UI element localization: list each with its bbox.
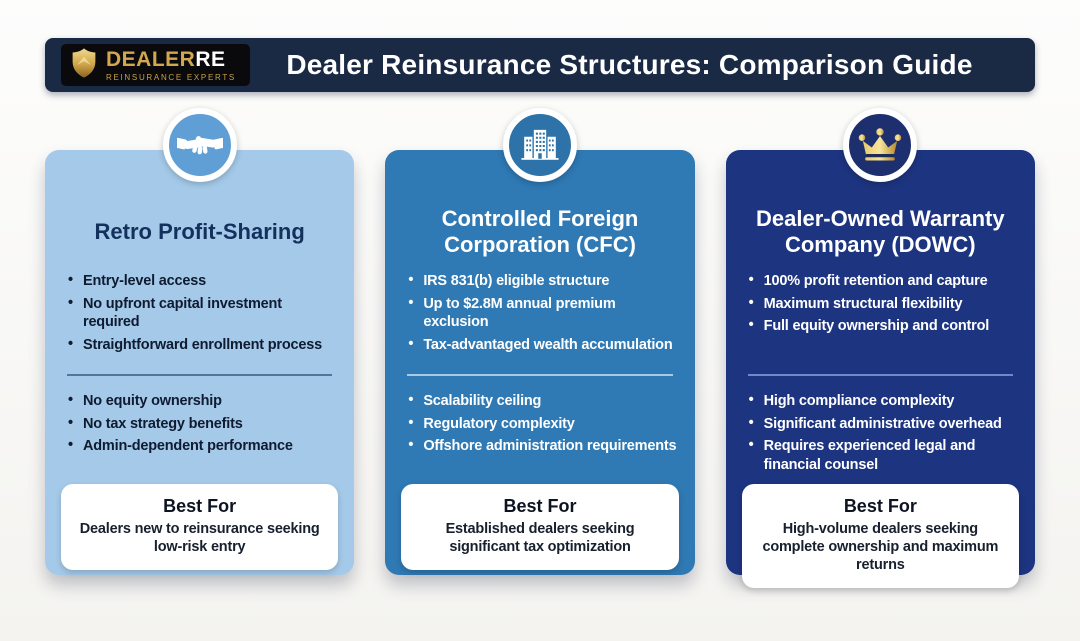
cons-list: High compliance complexity Significant a… xyxy=(742,391,1019,484)
comparison-cards: Retro Profit-Sharing Entry-level access … xyxy=(0,108,1080,589)
pros-item: Up to $2.8M annual premium exclusion xyxy=(407,294,678,332)
divider xyxy=(67,374,333,376)
handshake-icon xyxy=(162,108,237,182)
divider xyxy=(407,374,673,376)
pros-item: Straightforward enrollment process xyxy=(67,335,338,355)
pros-list: 100% profit retention and capture Maximu… xyxy=(742,271,1019,364)
card-title: Retro Profit-Sharing xyxy=(94,219,305,245)
cons-item: No equity ownership xyxy=(67,391,338,411)
best-for-label: Best For xyxy=(843,496,917,516)
pros-item: Entry-level access xyxy=(67,271,338,291)
shield-icon xyxy=(71,47,97,84)
crown-icon xyxy=(843,108,918,182)
cons-item: No tax strategy benefits xyxy=(67,414,338,434)
best-for-label: Best For xyxy=(503,496,577,516)
card-title: Controlled Foreign Corporation (CFC) xyxy=(441,206,639,257)
cons-item: Significant administrative overhead xyxy=(748,414,1019,434)
best-for-label: Best For xyxy=(163,496,237,516)
cons-list: Scalability ceiling Regulatory complexit… xyxy=(401,391,678,484)
best-for-box: Best For Dealers new to reinsurance seek… xyxy=(61,484,339,571)
card-retro-profit-sharing: Retro Profit-Sharing Entry-level access … xyxy=(45,108,355,575)
pros-item: Tax-advantaged wealth accumulation xyxy=(407,335,678,355)
best-for-box: Best For High-volume dealers seeking com… xyxy=(741,484,1019,589)
card-cfc: Controlled Foreign Corporation (CFC) IRS… xyxy=(385,108,695,575)
page-title: Dealer Reinsurance Structures: Compariso… xyxy=(286,49,973,80)
best-for-box: Best For Established dealers seeking sig… xyxy=(401,484,679,571)
best-for-text: Dealers new to reinsurance seeking low-r… xyxy=(79,521,320,556)
pros-list: IRS 831(b) eligible structure Up to $2.8… xyxy=(401,271,678,364)
logo-name-primary: DEALER xyxy=(106,47,196,71)
best-for-text: High-volume dealers seeking complete own… xyxy=(762,521,999,574)
pros-item: No upfront capital investment required xyxy=(67,294,338,332)
cons-list: No equity ownership No tax strategy bene… xyxy=(61,391,338,484)
cons-item: Requires experienced legal and financial… xyxy=(748,436,1019,474)
pros-item: 100% profit retention and capture xyxy=(748,271,1019,291)
card-dowc: Dealer-Owned Warranty Company (DOWC) 100… xyxy=(725,108,1035,589)
pros-item: Maximum structural flexibility xyxy=(748,294,1019,314)
logo-text: DEALERRE REINSURANCE EXPERTS xyxy=(106,49,236,82)
logo-name: DEALERRE xyxy=(106,49,236,70)
pros-item: Full equity ownership and control xyxy=(748,316,1019,336)
cons-item: Scalability ceiling xyxy=(407,391,678,411)
cons-item: Regulatory complexity xyxy=(407,414,678,434)
pros-list: Entry-level access No upfront capital in… xyxy=(61,271,338,364)
cons-item: Offshore administration requirements xyxy=(407,436,678,456)
logo-tagline: REINSURANCE EXPERTS xyxy=(106,72,236,82)
card-title: Dealer-Owned Warranty Company (DOWC) xyxy=(756,206,1005,257)
brand-logo: DEALERRE REINSURANCE EXPERTS xyxy=(61,44,250,86)
divider xyxy=(747,374,1013,376)
pros-item: IRS 831(b) eligible structure xyxy=(407,271,678,291)
building-icon xyxy=(502,108,577,182)
best-for-text: Established dealers seeking significant … xyxy=(445,521,635,556)
cons-item: High compliance complexity xyxy=(748,391,1019,411)
logo-name-secondary: RE xyxy=(195,47,226,71)
header-bar: DEALERRE REINSURANCE EXPERTS Dealer Rein… xyxy=(45,38,1035,92)
cons-item: Admin-dependent performance xyxy=(67,436,338,456)
